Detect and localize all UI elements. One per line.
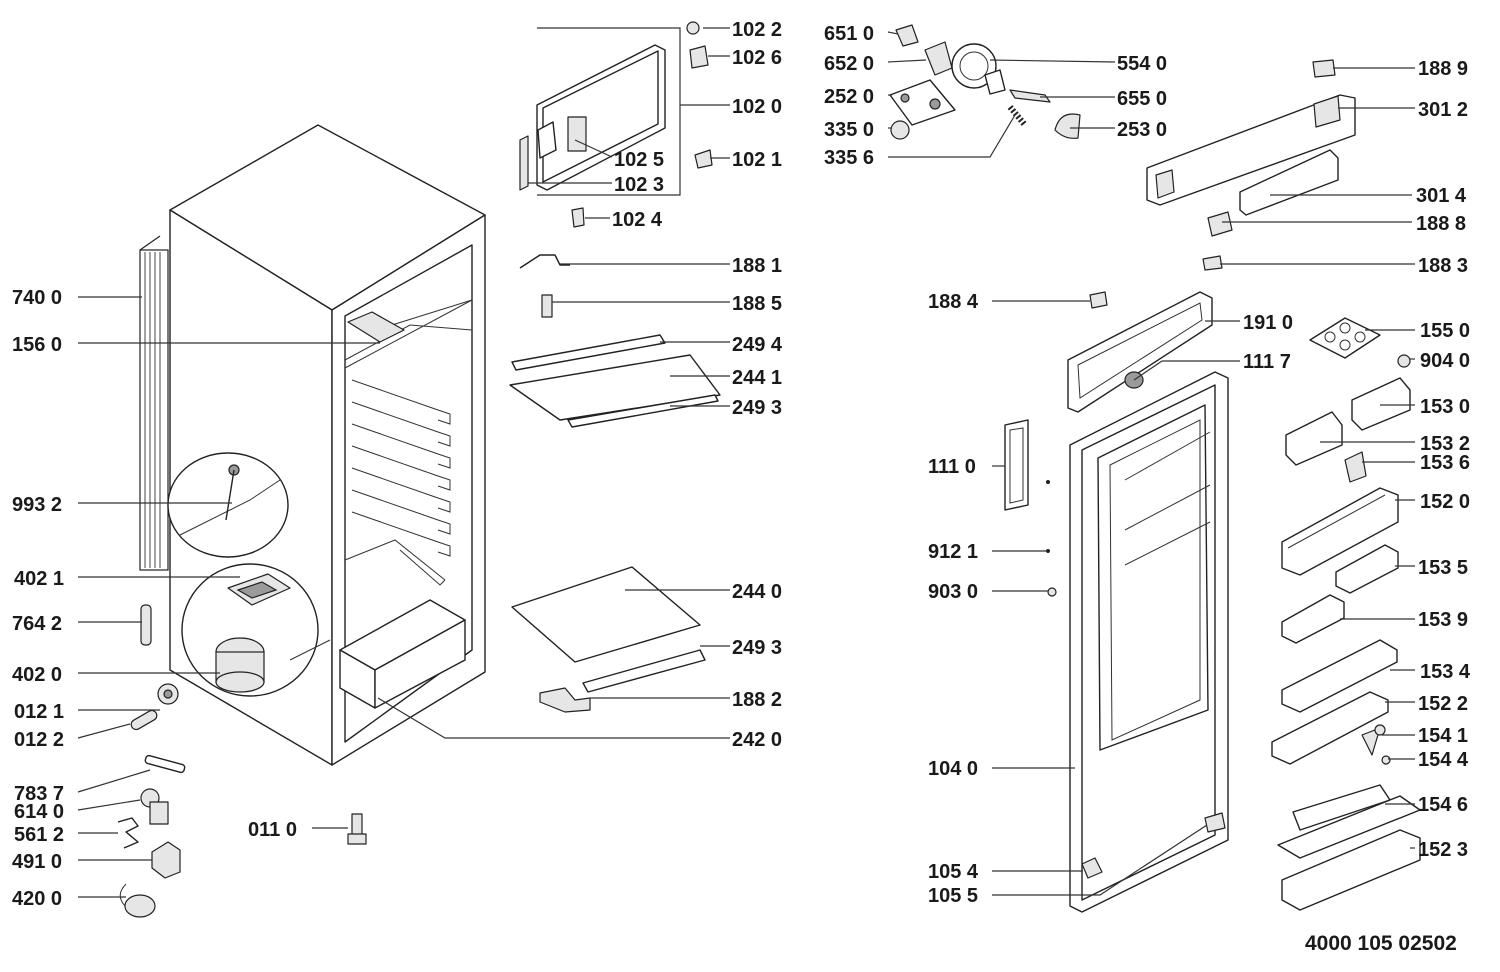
refrigerator-cabinet [117, 124, 486, 918]
label-012-1: 012 1 [14, 701, 64, 723]
label-912-1: 912 1 [928, 541, 978, 563]
label-102-5: 102 5 [614, 149, 664, 171]
label-155-0: 155 0 [1420, 320, 1470, 342]
label-561-2: 561 2 [14, 824, 64, 846]
label-655-0: 655 0 [1117, 88, 1167, 110]
part-labels: 102 2 102 6 102 0 102 5 102 1 102 3 102 … [12, 19, 1471, 955]
label-191-0: 191 0 [1243, 312, 1293, 334]
label-244-0: 244 0 [732, 581, 782, 603]
label-111-7: 111 7 [1243, 351, 1291, 373]
label-111-0: 111 0 [928, 456, 976, 478]
freezer-door-assembly [519, 21, 713, 228]
label-011-0: 011 0 [248, 819, 297, 841]
label-651-0: 651 0 [824, 23, 874, 45]
label-153-9: 153 9 [1418, 609, 1468, 631]
label-740-0: 740 0 [12, 287, 62, 309]
door-bins-group [1271, 317, 1421, 911]
label-491-0: 491 0 [12, 851, 62, 873]
label-188-1: 188 1 [732, 255, 782, 277]
label-152-3: 152 3 [1418, 839, 1468, 861]
label-105-5: 105 5 [928, 885, 978, 907]
document-number: 4000 105 02502 [1305, 932, 1457, 955]
label-188-2: 188 2 [732, 689, 782, 711]
label-102-6: 102 6 [732, 47, 782, 69]
label-154-1: 154 1 [1418, 725, 1468, 747]
label-783-7: 783 7 [14, 783, 64, 805]
label-301-2: 301 2 [1418, 99, 1468, 121]
label-188-8: 188 8 [1416, 213, 1466, 235]
label-249-4: 249 4 [732, 334, 783, 356]
thermostat-control-group [889, 24, 1081, 140]
condenser-coil [139, 235, 169, 571]
label-764-2: 764 2 [12, 613, 62, 635]
label-249-3-upper: 249 3 [732, 397, 782, 419]
label-242-0: 242 0 [732, 729, 782, 751]
label-152-0: 152 0 [1420, 491, 1470, 513]
label-154-4: 154 4 [1418, 749, 1469, 771]
control-panel-group [1089, 59, 1356, 309]
label-153-0: 153 0 [1420, 396, 1470, 418]
label-156-0: 156 0 [12, 334, 62, 356]
label-420-0: 420 0 [12, 888, 62, 910]
crisper-drawer [339, 599, 466, 709]
label-153-6: 153 6 [1420, 452, 1470, 474]
label-188-4: 188 4 [928, 291, 979, 313]
label-102-2: 102 2 [732, 19, 782, 41]
label-188-3: 188 3 [1418, 255, 1468, 277]
label-102-3: 102 3 [614, 174, 664, 196]
label-652-0: 652 0 [824, 53, 874, 75]
label-153-2: 153 2 [1420, 433, 1470, 455]
label-104-0: 104 0 [928, 758, 978, 780]
label-402-0: 402 0 [12, 664, 62, 686]
label-152-2: 152 2 [1418, 693, 1468, 715]
label-253-0: 253 0 [1117, 119, 1167, 141]
label-244-1: 244 1 [732, 367, 782, 389]
label-252-0: 252 0 [824, 86, 874, 108]
shelf-guides [351, 379, 451, 557]
label-154-6: 154 6 [1418, 794, 1468, 816]
shelves-group [509, 254, 721, 713]
label-903-0: 903 0 [928, 581, 978, 603]
leader-lines [77, 27, 1415, 898]
label-153-4: 153 4 [1420, 661, 1471, 683]
label-993-2: 993 2 [12, 494, 62, 516]
label-102-0: 102 0 [732, 96, 782, 118]
label-105-4: 105 4 [928, 861, 979, 883]
label-614-0: 614 0 [14, 801, 64, 823]
label-153-5: 153 5 [1418, 557, 1468, 579]
label-012-2: 012 2 [14, 729, 64, 751]
label-402-1: 402 1 [14, 568, 64, 590]
label-335-0: 335 0 [824, 119, 874, 141]
label-188-9: 188 9 [1418, 58, 1468, 80]
label-249-3-lower: 249 3 [732, 637, 782, 659]
label-904-0: 904 0 [1420, 350, 1470, 372]
label-335-6: 335 6 [824, 147, 874, 169]
label-102-4: 102 4 [612, 209, 663, 231]
label-188-5: 188 5 [732, 293, 782, 315]
refrigerator-door [1004, 291, 1229, 913]
label-554-0: 554 0 [1117, 53, 1167, 75]
label-301-4: 301 4 [1416, 185, 1467, 207]
label-102-1: 102 1 [732, 149, 782, 171]
